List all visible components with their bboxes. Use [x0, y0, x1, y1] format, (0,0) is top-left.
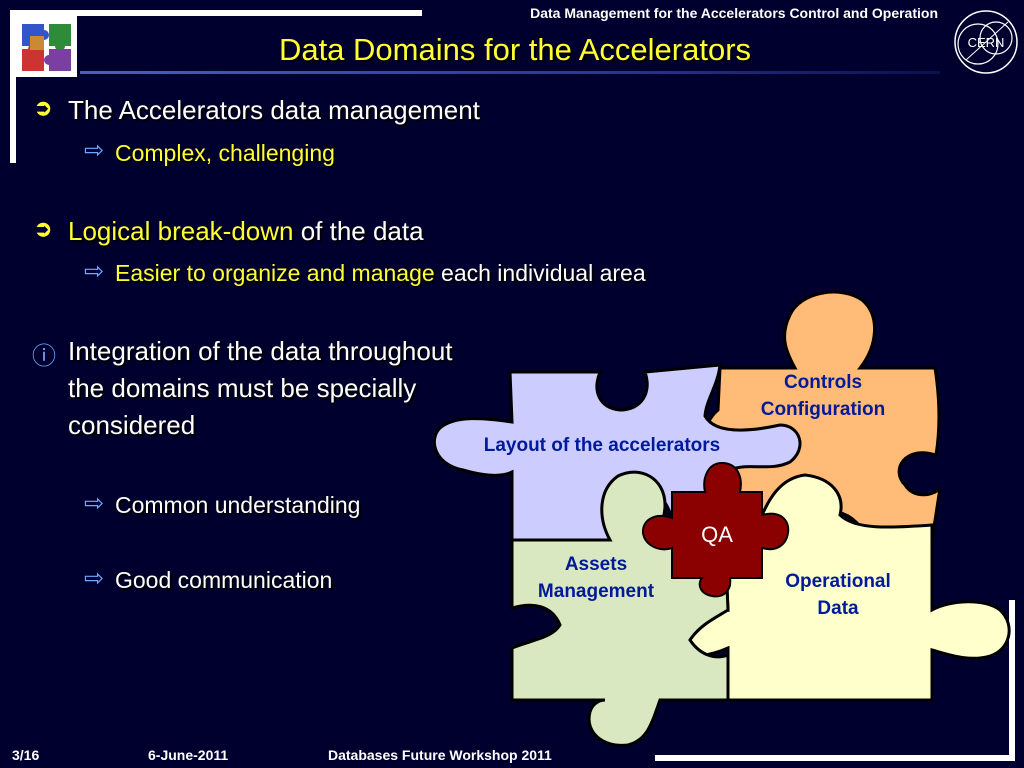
arrow-bullet-icon: ➲: [34, 216, 53, 241]
footer-event: Databases Future Workshop 2011: [328, 747, 552, 763]
bullet-2-highlight: Logical break-down: [68, 216, 294, 246]
slide-title: Data Domains for the Accelerators: [278, 32, 752, 67]
bullet-3-sub-1: Common understanding: [115, 492, 361, 518]
data-domains-puzzle: Controls Configuration Layout of the acc…: [432, 290, 1011, 747]
bullet-1-sub-1: Complex, challenging: [115, 138, 335, 168]
bullet-2-sub-1-rest: each individual area: [434, 260, 646, 286]
assets-label-line-2: Management: [538, 581, 655, 602]
bullet-2-rest: of the data: [293, 216, 424, 246]
bullet-2-sub-1-highlight: Easier to organize and manage: [115, 260, 435, 286]
frame-left-border: [10, 10, 16, 163]
puzzle-logo-icon: [16, 16, 77, 77]
bullet-3-line-2: the domains must be specially: [68, 373, 417, 403]
sub-arrow-icon: ⇨: [84, 490, 105, 517]
frame-top-border: [10, 10, 422, 16]
operational-label-line-2: Data: [817, 598, 859, 619]
frame-right-border: [1009, 600, 1015, 761]
bullet-3-line-3: considered: [68, 410, 196, 440]
footer-date: 6-June-2011: [148, 747, 229, 763]
assets-label-line-1: Assets: [565, 554, 627, 575]
sub-arrow-icon: ⇨: [84, 258, 105, 285]
arrow-bullet-icon: ➲: [34, 95, 53, 120]
sub-arrow-icon: ⇨: [84, 137, 105, 164]
qa-label: QA: [701, 522, 733, 547]
info-icon: ⓘ: [32, 343, 56, 370]
bullet-2-text: Logical break-down of the data: [68, 213, 424, 249]
cern-logo-icon: CERN: [952, 8, 1020, 76]
header-divider: [80, 71, 940, 74]
sub-arrow-icon: ⇨: [84, 565, 105, 592]
bullet-3-sub-2: Good communication: [115, 567, 333, 593]
frame-bottom-border: [655, 755, 1015, 761]
presentation-caption: Data Management for the Accelerators Con…: [530, 5, 938, 21]
puzzle-piece-qa: [641, 461, 790, 598]
bullet-2-sub-1: Easier to organize and manage each indiv…: [115, 258, 646, 288]
footer-page-number: 3/16: [12, 747, 40, 763]
bullet-1-text: The Accelerators data management: [68, 95, 480, 125]
bullet-1-sub-1-highlight: Complex, challenging: [115, 140, 335, 166]
layout-label: Layout of the accelerators: [484, 435, 721, 456]
bullet-3-line-1: Integration of the data throughout: [68, 336, 453, 366]
cern-logo-text: CERN: [968, 35, 1005, 50]
operational-label-line-1: Operational: [785, 571, 891, 592]
controls-label-line-2: Configuration: [761, 399, 886, 420]
controls-label-line-1: Controls: [784, 372, 862, 393]
